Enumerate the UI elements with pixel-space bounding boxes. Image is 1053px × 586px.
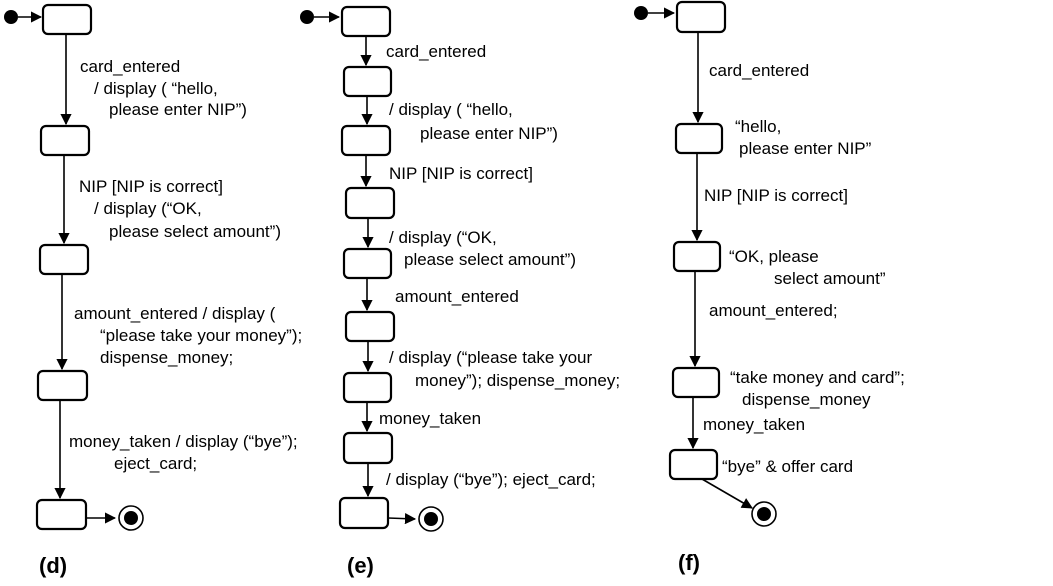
state-e-9 xyxy=(338,496,390,530)
state-e-3 xyxy=(340,124,392,157)
label-f-4: NIP [NIP is correct] xyxy=(704,186,848,205)
label-d-11: eject_card; xyxy=(114,454,197,473)
label-e-1: card_entered xyxy=(386,42,486,61)
caption-e: (e) xyxy=(347,553,374,578)
label-e-4: NIP [NIP is correct] xyxy=(389,164,533,183)
label-d-7: amount_entered / display ( xyxy=(74,304,276,323)
label-f-5: “OK, please xyxy=(729,247,819,266)
state-e-2 xyxy=(342,65,393,98)
label-e-7: amount_entered xyxy=(395,287,519,306)
state-e-7 xyxy=(342,371,393,404)
state-d-1 xyxy=(41,3,93,36)
label-d-5: / display (“OK, xyxy=(94,199,202,218)
state-f-1 xyxy=(675,0,727,34)
final-transition-e xyxy=(387,513,417,525)
label-e-11: / display (“bye”); eject_card; xyxy=(386,470,596,489)
label-d-9: dispense_money; xyxy=(100,348,233,367)
label-e-2: / display ( “hello, xyxy=(389,100,513,119)
state-e-4 xyxy=(344,186,396,220)
state-d-5 xyxy=(35,498,88,531)
state-e-5 xyxy=(342,247,393,280)
initial-state-e xyxy=(300,10,314,24)
label-f-9: dispense_money xyxy=(742,390,871,409)
label-e-9: money”); dispense_money; xyxy=(415,371,620,390)
label-f-3: please enter NIP” xyxy=(739,139,872,158)
label-d-3: please enter NIP”) xyxy=(109,100,247,119)
label-f-7: amount_entered; xyxy=(709,301,838,320)
label-e-6: please select amount”) xyxy=(404,250,576,269)
label-f-11: “bye” & offer card xyxy=(722,457,853,476)
state-d-3 xyxy=(38,243,90,276)
state-f-4 xyxy=(671,366,721,399)
label-d-6: please select amount”) xyxy=(109,222,281,241)
label-e-10: money_taken xyxy=(379,409,481,428)
initial-state-d xyxy=(4,10,18,24)
diagram-d: card_entered / display ( “hello, please … xyxy=(4,3,302,578)
label-e-5: / display (“OK, xyxy=(389,228,497,247)
state-d-2 xyxy=(39,124,91,157)
state-d-4 xyxy=(36,369,89,402)
label-d-10: money_taken / display (“bye”); xyxy=(69,432,298,451)
final-transition-f xyxy=(701,478,753,509)
state-e-6 xyxy=(344,310,396,343)
initial-state-f xyxy=(634,6,648,20)
state-f-2 xyxy=(674,122,724,155)
diagram-e: card_entered / display ( “hello, please … xyxy=(300,5,620,578)
state-f-3 xyxy=(672,240,722,273)
diagram-f: card_entered “hello, please enter NIP” N… xyxy=(634,0,905,575)
label-d-2: / display ( “hello, xyxy=(94,79,218,98)
state-e-1 xyxy=(340,5,392,38)
label-e-3: please enter NIP”) xyxy=(420,124,558,143)
label-d-4: NIP [NIP is correct] xyxy=(79,177,223,196)
state-f-5 xyxy=(668,448,719,481)
label-e-8: / display (“please take your xyxy=(389,348,592,367)
label-f-2: “hello, xyxy=(735,117,781,136)
label-f-8: “take money and card”; xyxy=(730,368,905,387)
label-f-1: card_entered xyxy=(709,61,809,80)
label-d-1: card_entered xyxy=(80,57,180,76)
label-f-10: money_taken xyxy=(703,415,805,434)
caption-d: (d) xyxy=(39,553,67,578)
label-d-8: “please take your money”); xyxy=(100,326,302,345)
label-f-6: select amount” xyxy=(774,269,886,288)
state-e-8 xyxy=(342,431,394,465)
caption-f: (f) xyxy=(678,550,700,575)
